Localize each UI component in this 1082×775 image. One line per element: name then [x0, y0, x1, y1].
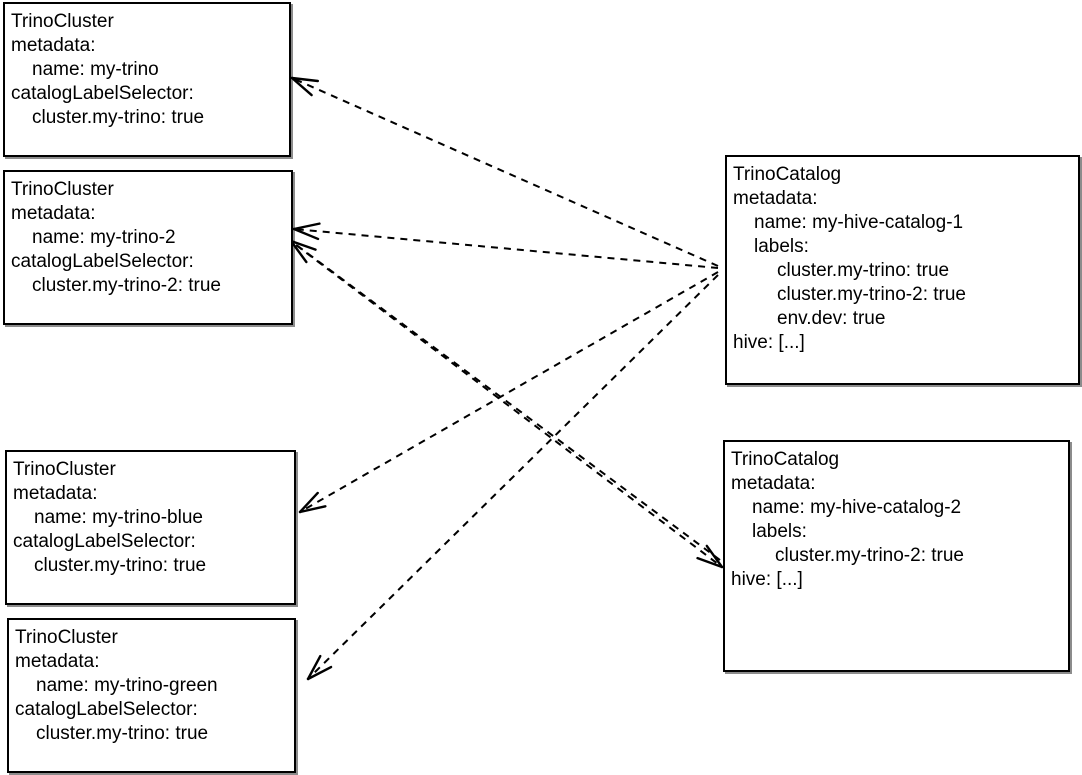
- edge-line: [291, 77, 719, 267]
- edge-catalog2-to-cluster-my-trino-2: [289, 239, 721, 561]
- node-text-line: cluster.my-trino: true: [36, 723, 209, 744]
- node-kind-label: TrinoCatalog: [733, 164, 842, 185]
- node-catalog-my-hive-catalog-2[interactable]: TrinoCatalog metadata: name: my-hive-catal…: [723, 440, 1070, 672]
- arrow-head-barb-0: [306, 654, 322, 681]
- arrow-head-barb-1: [292, 227, 320, 241]
- arrow-head-barb-0: [292, 222, 321, 231]
- node-text-line: name: my-trino-2: [32, 227, 176, 248]
- arrow-head-barb-1: [306, 665, 333, 681]
- node-text-line: catalogLabelSelector:: [11, 83, 194, 104]
- node-text-line: catalogLabelSelector:: [13, 531, 196, 552]
- arrow-head-barb-0: [289, 239, 317, 251]
- arrow-head-barb-0: [298, 491, 319, 514]
- arrow-head-barb-1: [289, 239, 308, 264]
- edge-cluster-my-trino-2-to-catalog2: [295, 244, 724, 569]
- node-text-line: metadata:: [13, 483, 98, 504]
- node-text-line: env.dev: true: [777, 308, 886, 329]
- node-text-line: hive: [...]: [733, 332, 805, 353]
- node-body: TrinoCluster metadata: name: my-trino-blue…: [7, 452, 294, 578]
- node-cluster-my-trino[interactable]: TrinoCluster metadata: name: my-trino catal…: [3, 2, 291, 157]
- edge-line: [307, 274, 719, 680]
- node-text-line: cluster.my-trino: true: [777, 260, 950, 281]
- node-text-line: name: my-hive-catalog-1: [754, 212, 964, 233]
- node-text-line: metadata:: [11, 203, 96, 224]
- edge-catalog1-to-cluster-my-trino-blue: [298, 271, 719, 514]
- node-kind-label: TrinoCatalog: [731, 449, 840, 470]
- node-text-line: metadata:: [11, 35, 96, 56]
- node-cluster-my-trino-2[interactable]: TrinoCluster metadata: name: my-trino-2 cat…: [3, 170, 293, 325]
- arrow-head-barb-0: [696, 556, 724, 569]
- arrow-head-barb-0: [290, 76, 320, 83]
- edge-catalog1-to-cluster-my-trino: [290, 76, 719, 267]
- node-body: TrinoCluster metadata: name: my-trino-gree…: [9, 620, 294, 746]
- node-text-line: labels:: [752, 521, 807, 542]
- node-catalog-my-hive-catalog-1[interactable]: TrinoCatalog metadata: name: my-hive-catal…: [725, 155, 1080, 385]
- node-text-line: cluster.my-trino: true: [32, 107, 205, 128]
- node-text-line: cluster.my-trino-2: true: [32, 275, 221, 296]
- node-text-line: name: my-trino-green: [36, 675, 218, 696]
- node-text-line: labels:: [754, 236, 809, 257]
- node-kind-label: TrinoCluster: [15, 627, 118, 648]
- node-body: TrinoCluster metadata: name: my-trino catal…: [5, 4, 289, 130]
- node-text-line: metadata:: [733, 188, 818, 209]
- node-body: TrinoCatalog metadata: name: my-hive-catal…: [727, 157, 1078, 355]
- node-text-line: name: my-trino: [32, 59, 159, 80]
- node-kind-label: TrinoCluster: [11, 11, 114, 32]
- arrow-head-barb-1: [290, 76, 313, 97]
- node-text-line: cluster.my-trino: true: [34, 555, 207, 576]
- node-text-line: catalogLabelSelector:: [11, 251, 194, 272]
- node-text-line: metadata:: [731, 473, 816, 494]
- node-text-line: catalogLabelSelector:: [15, 699, 198, 720]
- edge-line: [290, 240, 721, 561]
- node-cluster-my-trino-blue[interactable]: TrinoCluster metadata: name: my-trino-blue…: [5, 450, 296, 605]
- node-text-line: name: my-trino-blue: [34, 507, 203, 528]
- node-body: TrinoCatalog metadata: name: my-hive-catal…: [725, 442, 1068, 592]
- edge-line: [295, 244, 723, 568]
- node-cluster-my-trino-green[interactable]: TrinoCluster metadata: name: my-trino-gree…: [7, 618, 296, 773]
- node-text-line: name: my-hive-catalog-2: [752, 497, 962, 518]
- node-text-line: metadata:: [15, 651, 100, 672]
- arrow-head-barb-1: [298, 505, 327, 514]
- edge-catalog1-to-cluster-my-trino-2-a: [292, 222, 719, 269]
- arrow-head-barb-1: [705, 544, 724, 569]
- node-body: TrinoCluster metadata: name: my-trino-2 cat…: [5, 172, 291, 298]
- node-text-line: hive: [...]: [731, 569, 803, 590]
- node-text-line: cluster.my-trino-2: true: [777, 284, 966, 305]
- node-kind-label: TrinoCluster: [13, 459, 116, 480]
- node-kind-label: TrinoCluster: [11, 179, 114, 200]
- node-text-line: cluster.my-trino-2: true: [775, 545, 964, 566]
- edge-line: [293, 228, 719, 269]
- edge-line: [299, 271, 719, 513]
- edge-catalog1-to-cluster-my-trino-green: [306, 274, 719, 681]
